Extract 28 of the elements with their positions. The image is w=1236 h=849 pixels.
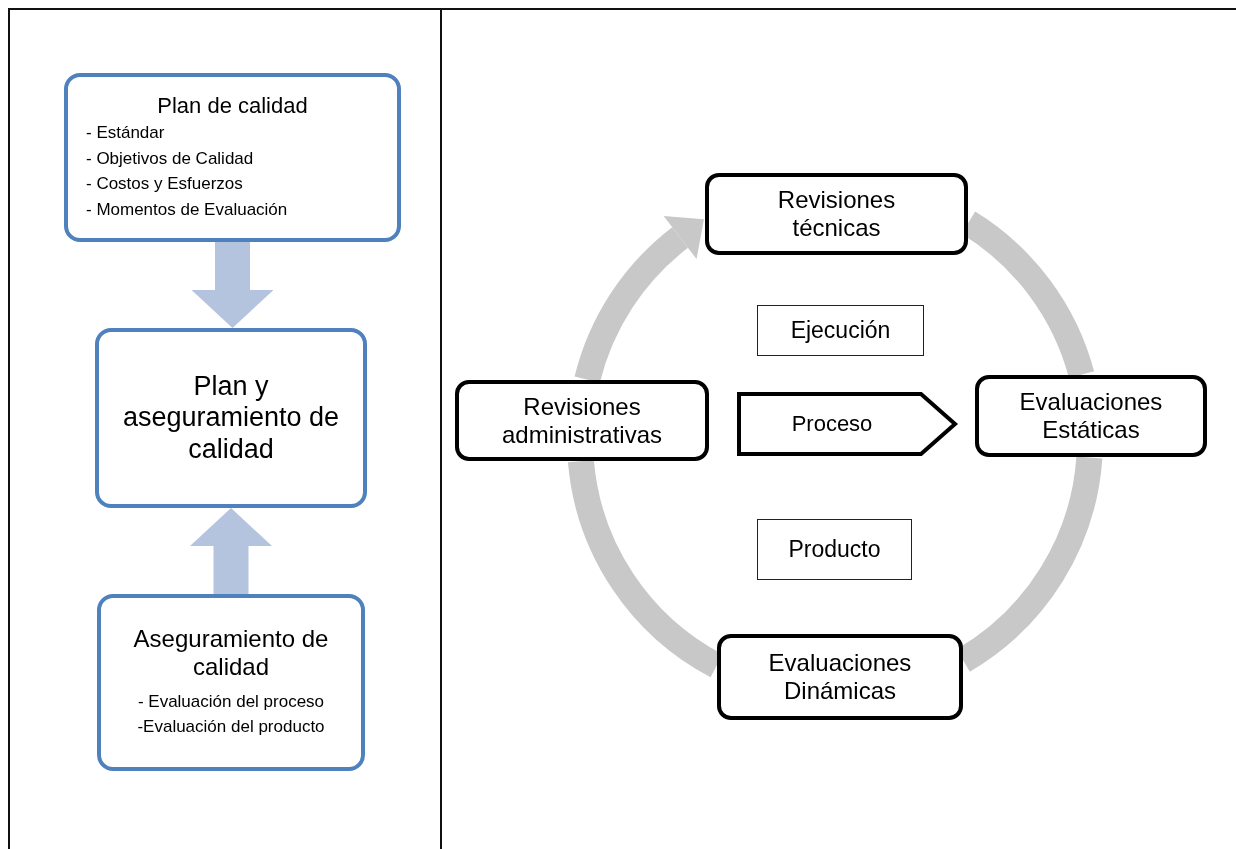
rounded-box [717, 634, 963, 720]
text-box [757, 305, 924, 356]
box-title: Evaluaciones Dinámicas [767, 649, 913, 705]
box-title: Plan de calidad [156, 92, 309, 119]
bullet-item: - Costos y Esfuerzos [86, 173, 244, 196]
rounded-box [975, 375, 1207, 457]
box-title: Proceso [791, 411, 873, 437]
arrow [190, 508, 272, 594]
box-title: Producto [788, 536, 881, 563]
process-box [95, 328, 367, 508]
box-title: Ejecución [790, 317, 891, 344]
box-title: Revisiones administrativas [500, 392, 664, 449]
bullet-item: - Momentos de Evaluación [86, 198, 289, 221]
rounded-box [455, 380, 709, 461]
box-title: Evaluaciones Estáticas [1018, 388, 1164, 444]
process-box [64, 73, 401, 242]
pentagon-arrow-box [737, 392, 957, 456]
bullet-item: - Estándar [86, 122, 166, 145]
bullet-item: - Objetivos de Calidad [86, 147, 255, 170]
text-box [757, 519, 912, 580]
box-title: Revisiones técnicas [776, 186, 897, 242]
arrow [191, 242, 274, 328]
box-title: Plan y aseguramiento de calidad [121, 371, 341, 465]
bullet-item: -Evaluación del producto [137, 716, 325, 739]
box-title: Aseguramiento de calidad [132, 625, 330, 681]
rounded-box [705, 173, 968, 255]
process-box [97, 594, 365, 771]
bullet-item: - Evaluación del proceso [137, 690, 325, 713]
